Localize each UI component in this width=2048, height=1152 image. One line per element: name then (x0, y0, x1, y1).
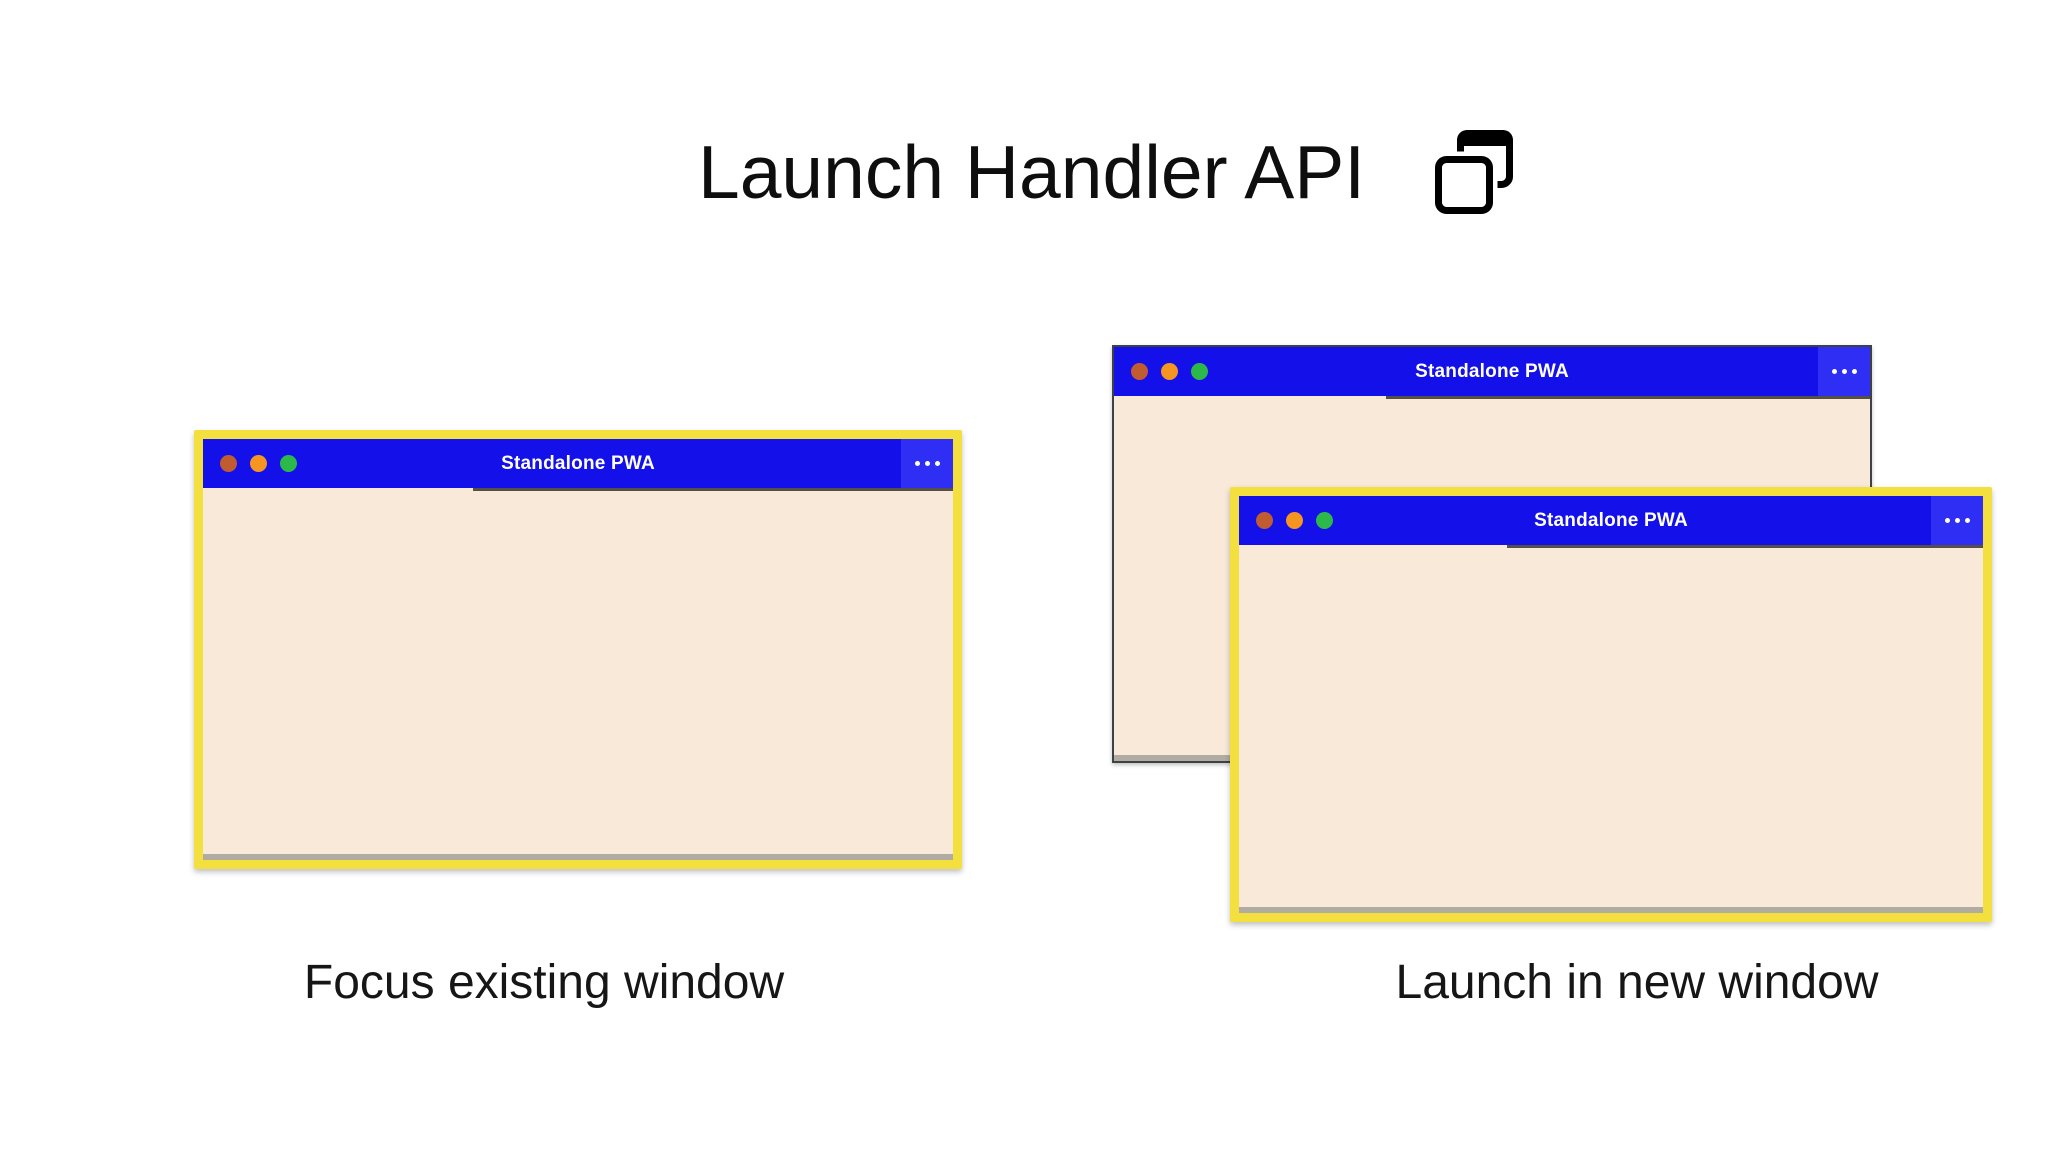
pwa-window-focused-new: Standalone PWA (1230, 487, 1992, 922)
minimize-dot-icon[interactable] (1161, 363, 1178, 380)
window-title: Standalone PWA (501, 452, 655, 474)
overlapping-windows-icon (1433, 130, 1514, 214)
maximize-dot-icon[interactable] (280, 455, 297, 472)
close-dot-icon[interactable] (220, 455, 237, 472)
window-titlebar[interactable]: Standalone PWA (203, 439, 953, 488)
titlebar-shadow (1386, 396, 1870, 399)
maximize-dot-icon[interactable] (1316, 512, 1333, 529)
window-body (203, 488, 953, 860)
titlebar-shadow (1506, 545, 1983, 548)
page-title: Launch Handler API (698, 130, 1366, 214)
caption-launch-new: Launch in new window (1395, 956, 1879, 1009)
caption-focus-existing: Focus existing window (303, 956, 785, 1009)
traffic-light-buttons (1131, 347, 1208, 396)
ellipsis-menu-icon[interactable] (901, 439, 953, 488)
window-titlebar[interactable]: Standalone PWA (1114, 347, 1870, 396)
window-body (1239, 545, 1983, 913)
minimize-dot-icon[interactable] (250, 455, 267, 472)
ellipsis-menu-icon[interactable] (1931, 496, 1983, 545)
maximize-dot-icon[interactable] (1191, 363, 1208, 380)
close-dot-icon[interactable] (1256, 512, 1273, 529)
page-heading: Launch Handler API (698, 122, 1515, 222)
traffic-light-buttons (1256, 496, 1333, 545)
window-title: Standalone PWA (1415, 360, 1569, 382)
pwa-window-focused-existing: Standalone PWA (194, 430, 962, 869)
window-titlebar[interactable]: Standalone PWA (1239, 496, 1983, 545)
minimize-dot-icon[interactable] (1286, 512, 1303, 529)
traffic-light-buttons (220, 439, 297, 488)
window-title: Standalone PWA (1534, 509, 1688, 531)
ellipsis-menu-icon[interactable] (1818, 347, 1870, 396)
titlebar-shadow (473, 488, 953, 491)
close-dot-icon[interactable] (1131, 363, 1148, 380)
